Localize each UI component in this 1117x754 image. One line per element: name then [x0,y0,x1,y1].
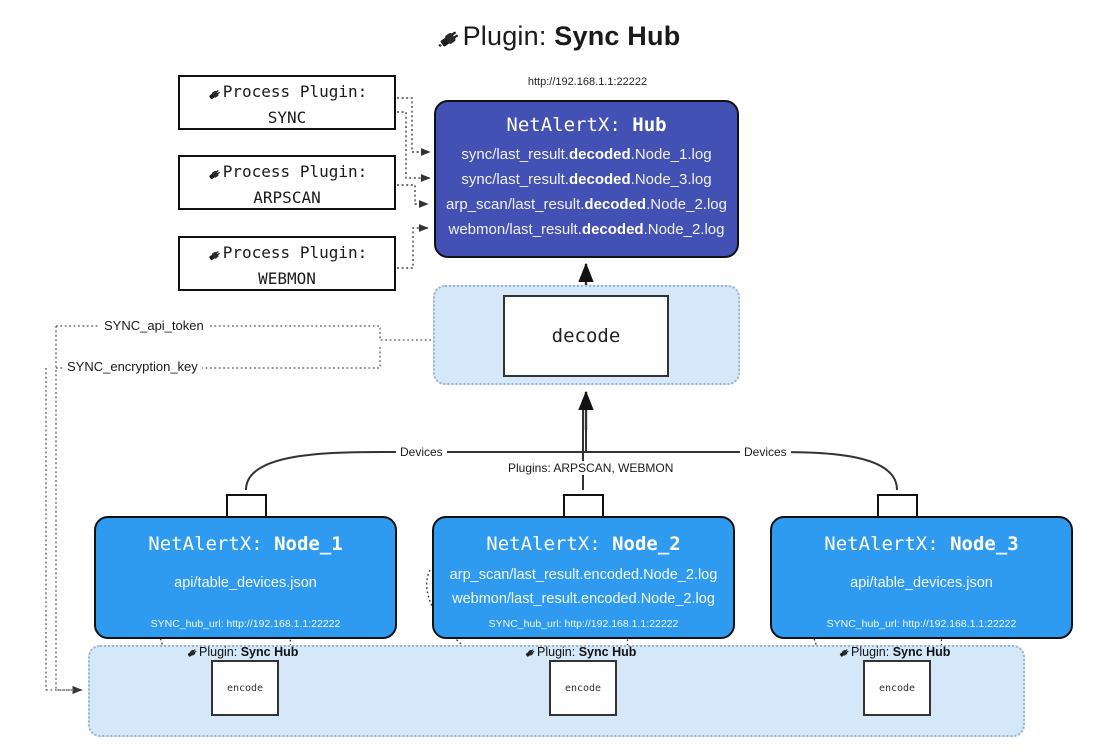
plugin-tag-name: Sync Hub [578,645,637,659]
page-title-name: Sync Hub [554,21,681,51]
page-title-prefix: Plugin: [462,21,547,51]
process-plugin-name: ARPSCAN [253,188,321,207]
edge-secret-loop-bottom [55,326,83,695]
plugin-tag-name: Sync Hub [892,645,951,659]
log-post: .Node_3.log [630,171,712,188]
edge-sync-to-hub2 [397,111,431,182]
node-line: webmon/last_result.encoded.Node_2.log [452,591,715,607]
node-line: api/table_devices.json [174,575,317,591]
edge-label-plugins: Plugins: ARPSCAN, WEBMON [504,461,678,475]
hub-title-prefix: NetAlertX: [506,114,621,136]
node-title-prefix: NetAlertX: [148,533,263,555]
plug-icon [207,82,223,107]
hub-log-item: webmon/last_result.decoded.Node_2.log [436,217,737,242]
log-pre: arp_scan/last_result. [446,196,585,213]
edge-arpscan-to-hub [397,184,429,208]
log-post: .Node_2.log [643,221,725,238]
plug-icon [207,243,223,268]
node-line: api/table_devices.json [850,575,993,591]
plugin-tag-node-1: Plugin: Sync Hub [186,645,298,659]
node-box-node-1[interactable]: NetAlertX: Node_1 api/table_devices.json… [94,516,397,639]
log-pre: webmon/last_result. [448,221,582,238]
encode-box-node-3[interactable]: encode [863,660,931,716]
node-hub-url-label: SYNC_hub_url: http://192.168.1.1:22222 [826,618,1017,630]
decode-box[interactable]: decode [503,295,669,377]
log-mid: decoded [581,221,644,238]
process-plugin-name: WEBMON [258,269,316,288]
node-title: NetAlertX: Node_3 [772,533,1071,555]
process-plugin-label: Process Plugin: [222,82,368,101]
process-plugin-box-webmon[interactable]: Process Plugin: WEBMON [178,236,396,291]
hub-log-item: arp_scan/last_result.decoded.Node_2.log [436,192,737,217]
node-title-prefix: NetAlertX: [486,533,601,555]
node-title: NetAlertX: Node_1 [96,533,395,555]
hub-log-item: sync/last_result.decoded.Node_1.log [436,142,737,167]
log-post: .Node_2.log [646,196,727,213]
hub-title: NetAlertX: Hub [436,114,737,136]
plugin-tag-prefix: Plugin: [199,645,238,659]
hub-log-item: sync/last_result.decoded.Node_3.log [436,167,737,192]
encode-box-node-2[interactable]: encode [549,660,617,716]
node-line-list: api/table_devices.json [772,571,1071,595]
process-plugin-label: Process Plugin: [222,162,368,181]
hub-node[interactable]: NetAlertX: Hub sync/last_result.decoded.… [434,100,739,258]
log-mid: decoded [584,196,647,213]
plug-icon [207,162,223,187]
node-hub-url-label: SYNC_hub_url: http://192.168.1.1:22222 [488,618,679,630]
edge-sync-to-hub1 [397,97,431,156]
process-plugin-box-arpscan[interactable]: Process Plugin: ARPSCAN [178,155,396,210]
node-title-name: Node_2 [612,533,681,555]
log-pre: sync/last_result. [461,171,569,188]
process-plugin-label: Process Plugin: [222,243,368,262]
node-box-node-3[interactable]: NetAlertX: Node_3 api/table_devices.json… [770,516,1073,639]
log-post: .Node_1.log [630,146,712,163]
hub-log-list: sync/last_result.decoded.Node_1.log sync… [436,142,737,242]
log-mid: decoded [568,146,631,163]
node-hub-url-label: SYNC_hub_url: http://192.168.1.1:22222 [150,618,341,630]
process-plugin-name: SYNC [267,108,307,127]
hub-title-name: Hub [632,114,667,136]
plug-icon [437,19,463,59]
secret-label-encryption-key: SYNC_encryption_key [63,359,202,374]
node-line-list: api/table_devices.json [96,571,395,595]
edge-label-devices-right: Devices [740,445,791,459]
node-title-name: Node_3 [950,533,1019,555]
hub-url-label: http://192.168.1.1:22222 [527,76,648,88]
plugin-tag-node-2: Plugin: Sync Hub [524,645,636,659]
edge-label-devices-left: Devices [396,445,447,459]
node-line: arp_scan/last_result.encoded.Node_2.log [449,567,718,583]
node-title: NetAlertX: Node_2 [434,533,733,555]
page-title: Plugin: Sync Hub [0,16,1117,57]
edge-webmon-to-hub [397,224,429,269]
process-plugin-box-sync[interactable]: Process Plugin: SYNC [178,75,396,130]
encode-box-node-1[interactable]: encode [211,660,279,716]
log-mid: decoded [568,171,631,188]
node-line-list: arp_scan/last_result.encoded.Node_2.log … [434,563,733,611]
log-pre: sync/last_result. [461,146,569,163]
plug-icon [524,646,537,660]
node-box-node-2[interactable]: NetAlertX: Node_2 arp_scan/last_result.e… [432,516,735,639]
plugin-tag-prefix: Plugin: [851,645,890,659]
node-title-name: Node_1 [274,533,343,555]
plug-icon [838,646,851,660]
secret-label-api-token: SYNC_api_token [100,318,208,333]
plug-icon [186,646,199,660]
plugin-tag-name: Sync Hub [240,645,299,659]
node-title-prefix: NetAlertX: [824,533,939,555]
plugin-tag-prefix: Plugin: [537,645,576,659]
plugin-tag-node-3: Plugin: Sync Hub [838,645,950,659]
